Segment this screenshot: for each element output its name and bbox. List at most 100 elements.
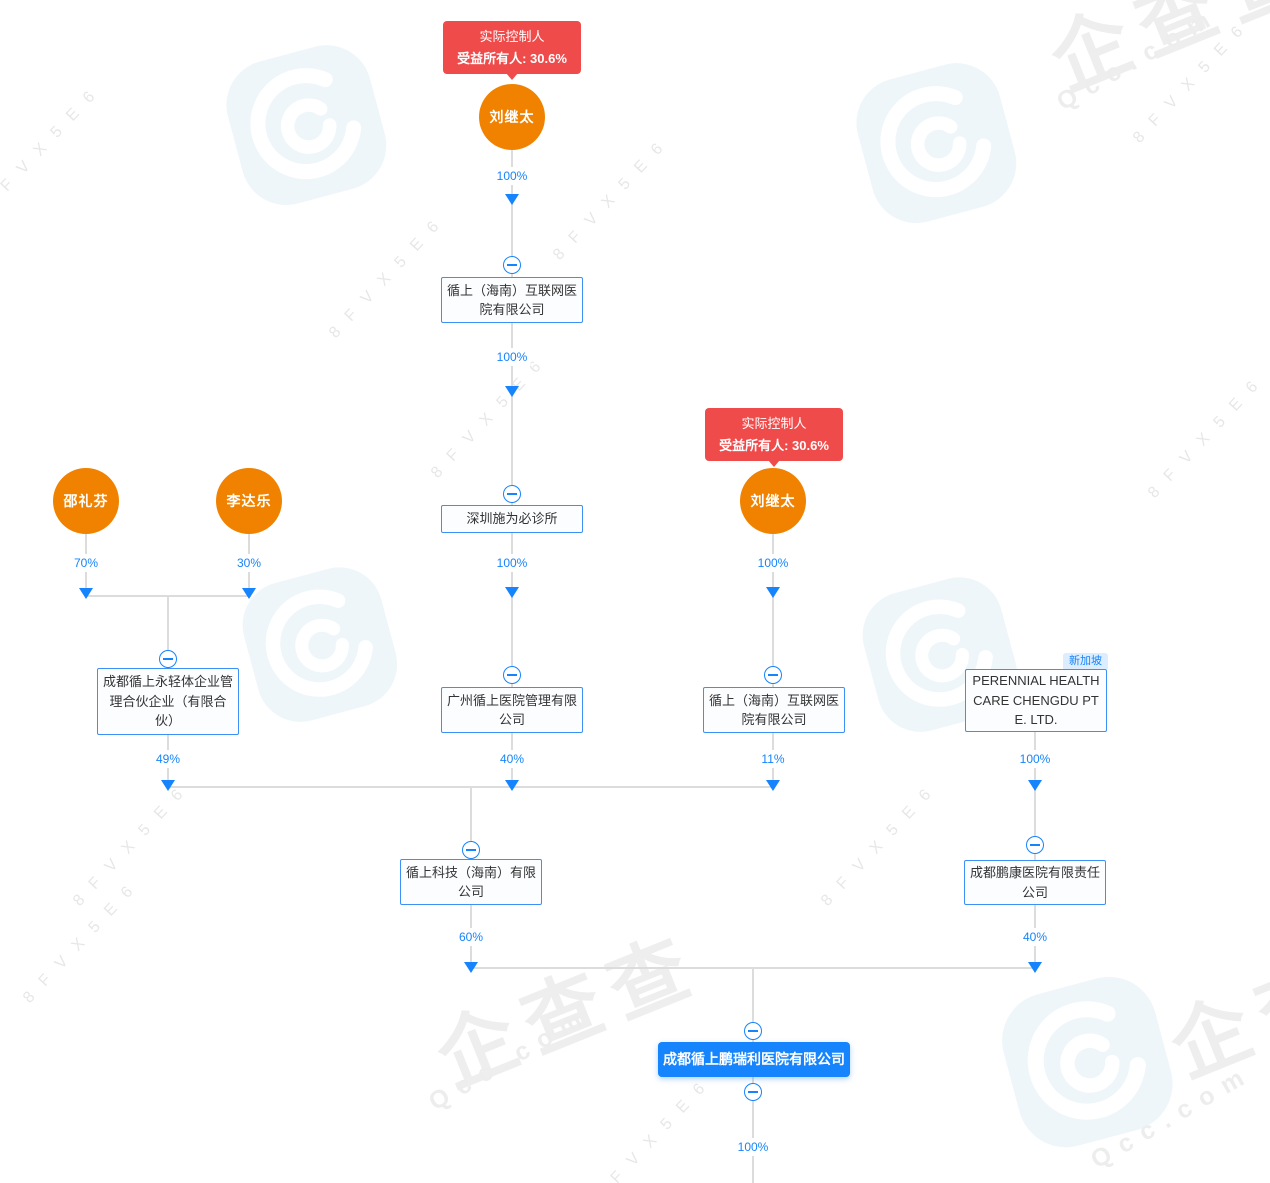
- ownership-percent: 100%: [1016, 750, 1054, 768]
- minus-icon: [748, 1030, 758, 1032]
- company-node-chengdu-pengkang[interactable]: 成都鹏康医院有限责任公司: [964, 860, 1106, 905]
- ownership-percent: 11%: [758, 750, 788, 768]
- watermark-code: 8FVX5E6: [326, 208, 452, 342]
- minus-icon: [507, 493, 517, 495]
- edge-line: [167, 596, 169, 668]
- company-name: 循上（海南）互联网医院有限公司: [446, 282, 577, 318]
- actual-controller-badge: 实际控制人 受益所有人: 30.6%: [443, 21, 581, 80]
- arrow-down-icon: [766, 587, 780, 598]
- ownership-percent: 100%: [734, 1138, 772, 1156]
- qcc-domain-watermark: Qcc.com: [424, 1000, 597, 1117]
- edge-line: [511, 533, 513, 687]
- minus-icon: [466, 849, 476, 851]
- company-name: PERENNIAL HEALTHCARE CHENGDU PTE. LTD.: [972, 673, 1100, 728]
- company-name: 成都循上鹏瑞利医院有限公司: [663, 1051, 845, 1067]
- company-node-chengdu-yongqingti[interactable]: 成都循上永轻体企业管理合伙企业（有限合伙）: [97, 668, 239, 735]
- region-tag-singapore: 新加坡: [1063, 653, 1108, 669]
- collapse-toggle[interactable]: [1026, 836, 1044, 854]
- person-node-liu-jitai-right[interactable]: 刘继太: [740, 468, 806, 534]
- badge-pointer: [768, 460, 780, 467]
- arrow-down-icon: [242, 588, 256, 599]
- company-node-xunshang-hainan-top[interactable]: 循上（海南）互联网医院有限公司: [441, 277, 583, 323]
- watermark-code: 8FVX5E6: [20, 873, 146, 1007]
- edge-line: [1034, 732, 1036, 860]
- person-node-li-dale[interactable]: 李达乐: [216, 468, 282, 534]
- company-name: 循上（海南）互联网医院有限公司: [708, 692, 839, 728]
- minus-icon: [507, 264, 517, 266]
- ownership-percent: 30%: [233, 554, 265, 572]
- collapse-toggle[interactable]: [503, 256, 521, 274]
- edge-line: [752, 968, 754, 1042]
- actual-controller-badge: 实际控制人 受益所有人: 30.6%: [705, 408, 843, 467]
- ownership-percent: 40%: [1019, 928, 1051, 946]
- qcc-logo-watermark: [231, 556, 410, 738]
- company-name: 成都鹏康医院有限责任公司: [969, 865, 1100, 900]
- ownership-percent: 100%: [754, 554, 792, 572]
- collapse-toggle[interactable]: [503, 666, 521, 684]
- collapse-toggle[interactable]: [462, 841, 480, 859]
- qcc-brand-watermark: 企查查: [1158, 908, 1270, 1094]
- collapse-toggle[interactable]: [764, 666, 782, 684]
- ownership-percent: 70%: [70, 554, 102, 572]
- arrow-down-icon: [505, 194, 519, 205]
- badge-line2: 受益所有人: 30.6%: [457, 51, 567, 66]
- watermark-code: 8FVX5E6: [1145, 368, 1270, 502]
- company-node-guangzhou-xunshang[interactable]: 广州循上医院管理有限公司: [441, 687, 583, 733]
- badge-line2: 受益所有人: 30.6%: [719, 438, 829, 453]
- arrow-down-icon: [161, 780, 175, 791]
- minus-icon: [768, 674, 778, 676]
- minus-icon: [1030, 844, 1040, 846]
- edge-line: [470, 787, 472, 859]
- person-node-liu-jitai-top[interactable]: 刘继太: [479, 84, 545, 150]
- company-node-xunshang-tech[interactable]: 循上科技（海南）有限公司: [400, 859, 542, 905]
- arrow-down-icon: [79, 588, 93, 599]
- qcc-logo-watermark: [844, 51, 1029, 240]
- edge-line: [511, 322, 513, 506]
- ownership-percent: 100%: [493, 554, 531, 572]
- collapse-toggle[interactable]: [503, 485, 521, 503]
- company-name: 深圳施为必诊所: [466, 511, 558, 527]
- qcc-brand-watermark: 企查查: [1038, 0, 1270, 107]
- arrow-down-icon: [1028, 780, 1042, 791]
- arrow-down-icon: [505, 587, 519, 598]
- ownership-percent: 100%: [493, 167, 531, 185]
- company-name: 成都循上永轻体企业管理合伙企业（有限合伙）: [102, 674, 233, 729]
- company-node-target-chengdu-xunshang-pengruili[interactable]: 成都循上鹏瑞利医院有限公司: [658, 1042, 850, 1077]
- edge-line: [752, 1077, 754, 1183]
- arrow-down-icon: [464, 962, 478, 973]
- ownership-percent: 60%: [455, 928, 487, 946]
- edge-line: [772, 534, 774, 687]
- company-name: 广州循上医院管理有限公司: [446, 692, 577, 728]
- watermark-code: 8FVX5E6: [818, 776, 944, 910]
- ownership-percent: 40%: [496, 750, 528, 768]
- minus-icon: [748, 1091, 758, 1093]
- company-node-xunshang-hainan-right[interactable]: 循上（海南）互联网医院有限公司: [703, 687, 845, 733]
- minus-icon: [163, 658, 173, 660]
- qcc-logo-watermark: [989, 964, 1186, 1165]
- edge-line: [511, 150, 513, 277]
- watermark-code: 8FVX5E6: [70, 776, 196, 910]
- ownership-percent: 49%: [152, 750, 184, 768]
- qcc-domain-watermark: Qcc.com: [1052, 0, 1225, 117]
- badge-line1: 实际控制人: [741, 416, 807, 431]
- ownership-percent: 100%: [493, 348, 531, 366]
- qcc-domain-watermark: Qcc.com: [1086, 1058, 1259, 1175]
- arrow-down-icon: [766, 780, 780, 791]
- watermark-code: 8FVX5E6: [428, 348, 554, 482]
- badge-pointer: [506, 73, 518, 80]
- minus-icon: [507, 674, 517, 676]
- watermark-code: 8FVX5E6: [550, 130, 676, 264]
- company-node-perennial-healthcare[interactable]: PERENNIAL HEALTHCARE CHENGDU PTE. LTD.: [965, 669, 1107, 732]
- collapse-toggle[interactable]: [744, 1022, 762, 1040]
- collapse-toggle[interactable]: [159, 650, 177, 668]
- arrow-down-icon: [1028, 962, 1042, 973]
- person-node-shao-lifen[interactable]: 邵礼芬: [53, 468, 119, 534]
- arrow-down-icon: [505, 780, 519, 791]
- arrow-down-icon: [505, 386, 519, 397]
- collapse-toggle[interactable]: [744, 1083, 762, 1101]
- company-node-shenzhen-shiweibi[interactable]: 深圳施为必诊所: [441, 505, 583, 533]
- qcc-logo-watermark: [214, 33, 399, 222]
- company-name: 循上科技（海南）有限公司: [405, 864, 536, 900]
- watermark-code: 8FVX5E6: [592, 1070, 718, 1183]
